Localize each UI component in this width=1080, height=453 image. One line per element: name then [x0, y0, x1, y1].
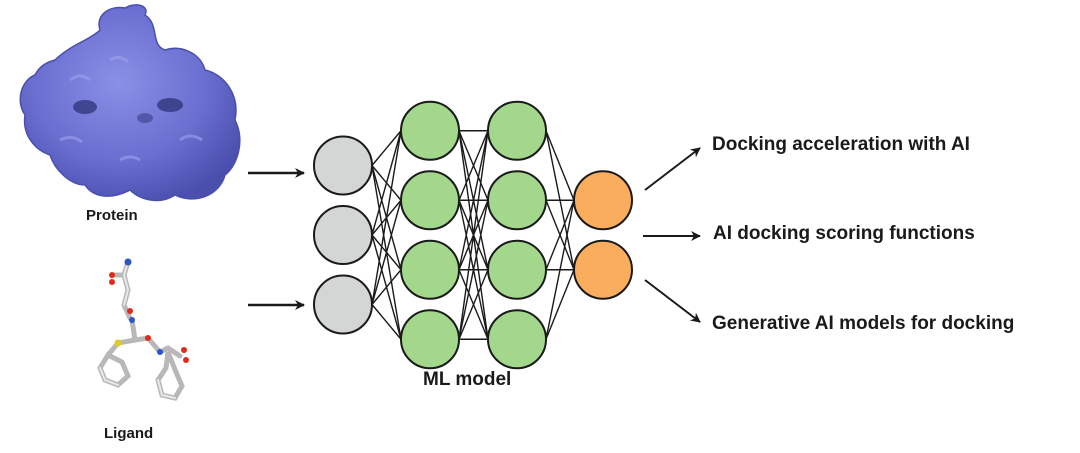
connection-input-hidden-1 [371, 304, 402, 340]
connection-hidden-2-output [545, 269, 575, 340]
node-hidden-2-3 [487, 239, 547, 300]
node-hidden-2-2 [487, 170, 547, 231]
output-arrow-3 [644, 279, 701, 323]
connection-hidden-2-output [545, 199, 575, 271]
ligand-structure-image [97, 258, 189, 401]
node-output-2 [573, 239, 633, 300]
connection-input-hidden-1 [371, 130, 402, 236]
node-input-1 [313, 135, 373, 196]
node-input-2 [313, 205, 373, 265]
output-label-generative-models: Generative AI models for docking [712, 313, 1015, 334]
output-label-docking-acceleration: Docking acceleration with AI [712, 134, 970, 155]
node-input-3 [313, 274, 373, 335]
connection-hidden-2-output [545, 130, 575, 201]
connection-input-hidden-1 [371, 130, 402, 305]
node-hidden-2-4 [487, 309, 547, 370]
node-hidden-1-1 [400, 100, 460, 161]
output-arrow-1 [644, 147, 701, 191]
node-hidden-1-2 [400, 170, 460, 231]
connection-hidden-2-output [545, 200, 575, 340]
connection-input-hidden-1 [371, 269, 402, 305]
neural-network [313, 100, 633, 370]
connection-hidden-1-hidden-2 [458, 130, 489, 270]
connection-hidden-1-hidden-2 [458, 269, 489, 340]
connection-hidden-1-hidden-2 [458, 130, 489, 340]
node-hidden-1-4 [400, 309, 460, 370]
node-hidden-1-3 [400, 239, 460, 300]
connection-input-hidden-1 [371, 130, 402, 166]
ligand-label: Ligand [104, 425, 154, 442]
protein-structure-image [19, 4, 241, 202]
ml-model-label: ML model [423, 369, 512, 390]
node-hidden-2-1 [487, 100, 547, 161]
protein-label: Protein [86, 207, 138, 224]
connection-hidden-1-hidden-2 [458, 130, 489, 201]
connection-input-hidden-1 [371, 200, 402, 305]
connection-hidden-1-hidden-2 [458, 200, 489, 340]
output-label-scoring-functions: AI docking scoring functions [713, 223, 975, 244]
node-output-1 [573, 170, 633, 231]
